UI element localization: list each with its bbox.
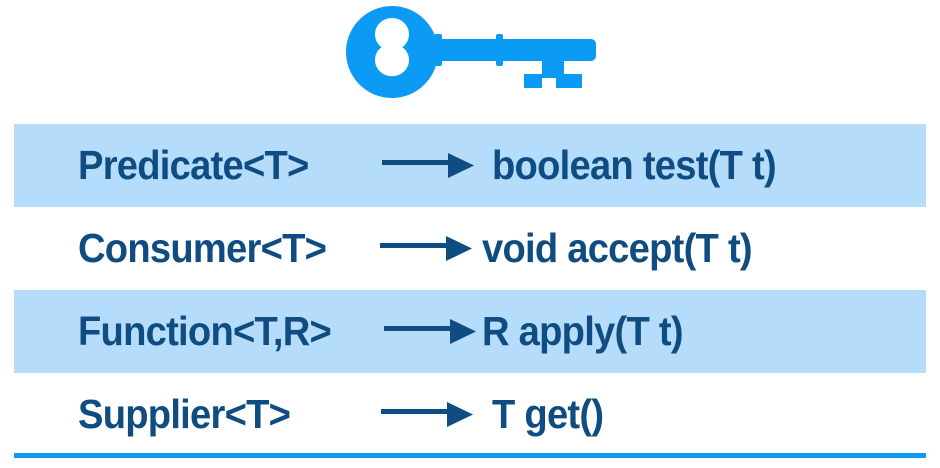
interface-name: Predicate<T> xyxy=(78,142,309,188)
bottom-accent-rule xyxy=(14,453,926,458)
interface-name: Function<T,R> xyxy=(78,308,332,354)
arrow-icon xyxy=(364,152,492,179)
method-signature: T get() xyxy=(492,391,604,437)
key-illustration xyxy=(0,2,940,102)
table-row: Consumer<T> void accept(T t) xyxy=(14,207,926,290)
table-row: Predicate<T> boolean test(T t) xyxy=(14,124,926,207)
method-signature: void accept(T t) xyxy=(482,225,753,271)
interface-name: Supplier<T> xyxy=(78,391,291,437)
method-signature: R apply(T t) xyxy=(482,308,684,354)
arrow-icon xyxy=(362,401,492,428)
arrow-icon xyxy=(378,318,482,345)
interface-name: Consumer<T> xyxy=(78,225,327,271)
arrow-icon xyxy=(370,235,482,262)
table-row: Function<T,R> R apply(T t) xyxy=(14,290,926,373)
key-icon xyxy=(346,6,596,98)
functional-interface-table: Predicate<T> boolean test(T t) Consumer<… xyxy=(14,124,926,456)
method-signature: boolean test(T t) xyxy=(492,142,777,188)
table-row: Supplier<T> T get() xyxy=(14,373,926,456)
